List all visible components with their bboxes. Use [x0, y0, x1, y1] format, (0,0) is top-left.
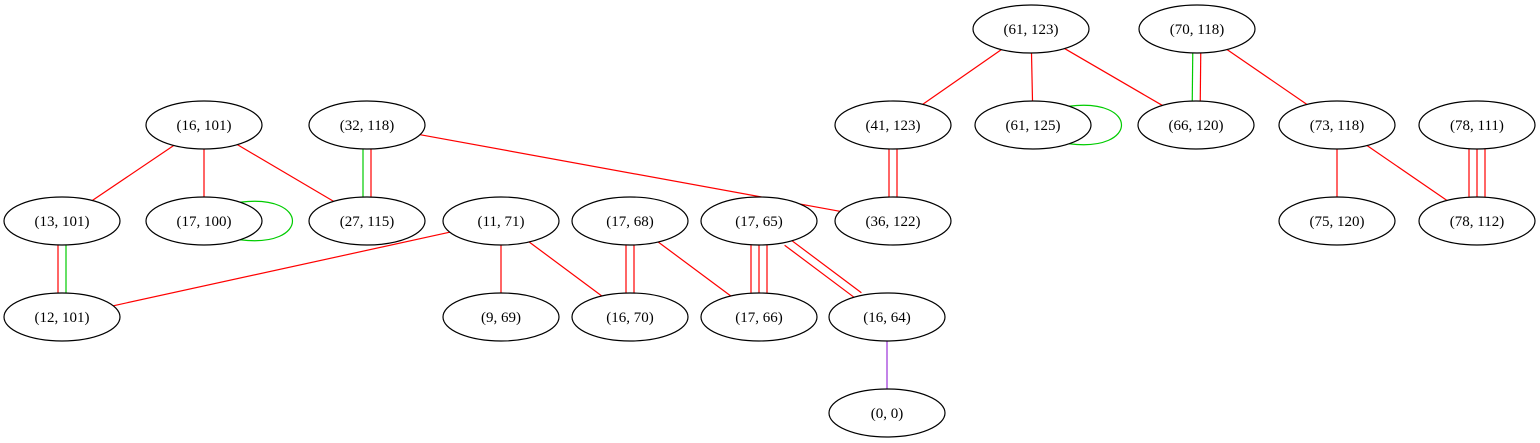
node-ellipse — [974, 100, 1092, 150]
node-ellipse — [828, 388, 946, 438]
graph-node: (32, 118) — [308, 100, 426, 150]
node-label: (12, 101) — [35, 310, 90, 326]
edge-line — [113, 231, 450, 307]
graph-node: (27, 115) — [308, 196, 426, 246]
edge-line — [1191, 52, 1194, 101]
node-label: (32, 118) — [340, 118, 394, 134]
graph-node: (16, 64) — [828, 292, 946, 342]
edge-line — [657, 241, 732, 297]
node-label: (73, 118) — [1310, 118, 1364, 134]
node-ellipse — [3, 196, 121, 246]
graph-node: (17, 100) — [145, 196, 263, 246]
edge-line — [789, 238, 862, 294]
node-ellipse — [145, 196, 263, 246]
node-label: (61, 125) — [1006, 118, 1061, 134]
node-ellipse — [308, 100, 426, 150]
node-label: (78, 111) — [1450, 118, 1504, 134]
graph-node: (13, 101) — [3, 196, 121, 246]
graph-node: (61, 125) — [974, 100, 1092, 150]
node-ellipse — [442, 292, 560, 342]
node-ellipse — [834, 196, 952, 246]
node-label: (17, 100) — [177, 214, 232, 230]
edge-line — [91, 144, 175, 202]
node-ellipse — [442, 196, 560, 246]
node-ellipse — [700, 292, 818, 342]
node-label: (11, 71) — [478, 214, 525, 230]
graph-node: (17, 65) — [700, 196, 818, 246]
node-ellipse — [1418, 100, 1536, 150]
nodes-layer: (61, 123) (70, 118) (16, 101) (32, 118) (41,… — [3, 4, 1536, 438]
node-ellipse — [308, 196, 426, 246]
graph-node: (17, 68) — [571, 196, 689, 246]
node-label: (0, 0) — [871, 406, 904, 422]
edge-line — [1064, 48, 1163, 106]
node-label: (17, 65) — [735, 214, 783, 230]
self-loop-edge — [239, 200, 293, 242]
graph-node: (17, 66) — [700, 292, 818, 342]
edge-line — [237, 144, 334, 202]
edge-line — [528, 241, 603, 297]
graph-node: (73, 118) — [1278, 100, 1396, 150]
node-label: (75, 120) — [1310, 214, 1365, 230]
graph-node: (36, 122) — [834, 196, 952, 246]
graph-node: (70, 118) — [1138, 4, 1256, 54]
graph-node: (66, 120) — [1137, 100, 1255, 150]
node-label: (9, 69) — [481, 310, 521, 326]
node-label: (36, 122) — [866, 214, 921, 230]
edge-line — [1199, 53, 1202, 102]
edge-line — [784, 244, 857, 300]
edge-line — [1030, 52, 1034, 102]
node-ellipse — [1418, 196, 1536, 246]
node-label: (16, 101) — [177, 118, 232, 134]
node-ellipse — [834, 100, 952, 150]
graph-node: (12, 101) — [3, 292, 121, 342]
node-ellipse — [1138, 4, 1256, 54]
graph-node: (16, 70) — [571, 292, 689, 342]
node-ellipse — [828, 292, 946, 342]
graph-node: (0, 0) — [828, 388, 946, 438]
node-label: (13, 101) — [35, 214, 90, 230]
node-ellipse — [571, 196, 689, 246]
node-label: (17, 68) — [606, 214, 654, 230]
node-label: (70, 118) — [1170, 22, 1224, 38]
graph-node: (78, 112) — [1418, 196, 1536, 246]
node-label: (66, 120) — [1169, 118, 1224, 134]
node-ellipse — [700, 196, 818, 246]
node-label: (17, 66) — [735, 310, 783, 326]
node-label: (16, 64) — [863, 310, 911, 326]
edge-line — [1366, 145, 1448, 201]
node-label: (16, 70) — [606, 310, 654, 326]
self-loop-edge — [1068, 104, 1122, 146]
node-label: (78, 112) — [1450, 214, 1504, 230]
node-ellipse — [571, 292, 689, 342]
node-ellipse — [1278, 196, 1396, 246]
edge-line — [1226, 49, 1308, 105]
edges-layer — [57, 48, 1486, 389]
graph-node: (16, 101) — [145, 100, 263, 150]
node-ellipse — [3, 292, 121, 342]
graph-node: (61, 123) — [972, 4, 1090, 54]
node-label: (61, 123) — [1004, 22, 1059, 38]
graph-node: (9, 69) — [442, 292, 560, 342]
graph-node: (75, 120) — [1278, 196, 1396, 246]
node-ellipse — [1278, 100, 1396, 150]
node-label: (27, 115) — [340, 214, 394, 230]
node-ellipse — [1137, 100, 1255, 150]
graph-node: (78, 111) — [1418, 100, 1536, 150]
edge-line — [922, 49, 1002, 105]
graph-node: (11, 71) — [442, 196, 560, 246]
node-ellipse — [145, 100, 263, 150]
node-label: (41, 123) — [866, 118, 921, 134]
node-ellipse — [972, 4, 1090, 54]
graph-node: (41, 123) — [834, 100, 952, 150]
